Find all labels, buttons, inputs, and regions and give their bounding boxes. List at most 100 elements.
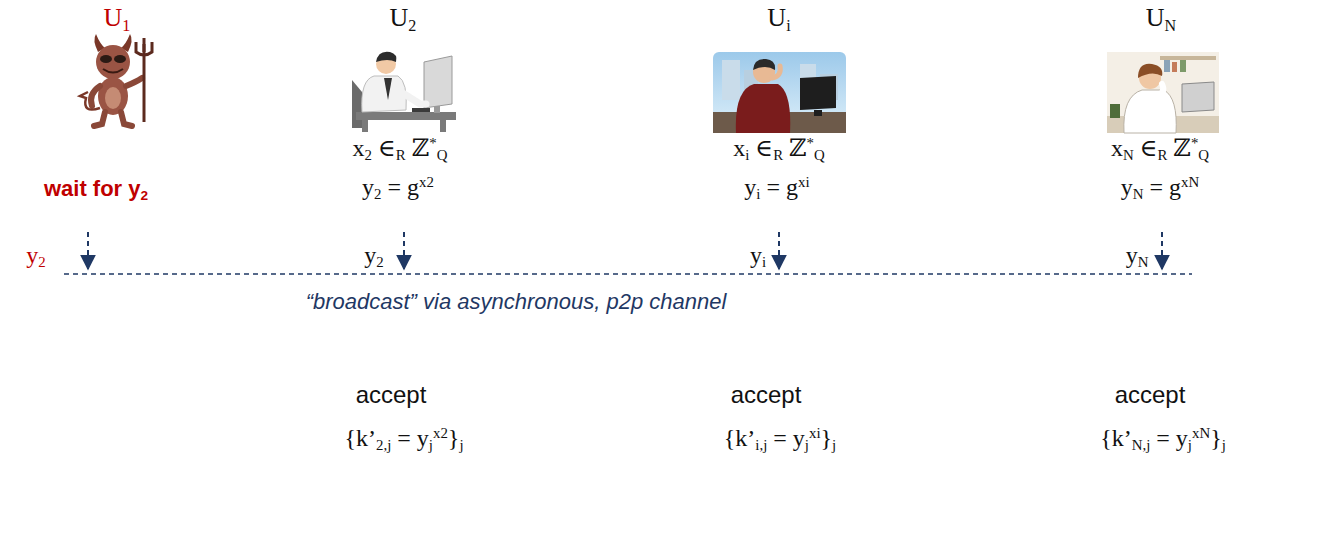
text-run: } xyxy=(821,425,833,451)
text-run: {k’ xyxy=(344,425,376,451)
secret-choice: x2 ∈R ℤ*Q xyxy=(353,133,448,165)
text-run: R xyxy=(773,147,783,163)
devil-icon xyxy=(136,38,152,55)
person-at-desk-icon xyxy=(1172,62,1177,72)
broadcast-line xyxy=(64,273,1192,275)
text-run: y xyxy=(26,242,38,268)
text-run: N xyxy=(1138,254,1149,270)
devil-icon xyxy=(114,55,126,63)
text-run: y xyxy=(364,242,376,268)
person-at-desk-icon xyxy=(376,52,396,62)
text-run: xN xyxy=(1181,174,1199,190)
outcome-label: accept xyxy=(356,380,427,410)
text-run: x xyxy=(1111,135,1123,161)
text-run: 2 xyxy=(376,254,383,270)
person-at-desk-icon xyxy=(362,120,368,132)
secret-choice: xN ∈R ℤ*Q xyxy=(1111,133,1209,165)
text-run: xi xyxy=(809,425,821,441)
text-run: U xyxy=(1146,3,1165,32)
person-at-desk-icon xyxy=(434,106,440,113)
secret-choice: xi ∈R ℤ*Q xyxy=(733,133,825,165)
person-at-desk-icon xyxy=(722,60,740,100)
text-run: = y xyxy=(1150,425,1188,451)
public-value: yi = gxi xyxy=(744,172,809,204)
text-run: Q xyxy=(1198,147,1209,163)
text-run: ℤ xyxy=(1167,135,1191,161)
text-run: ∈ xyxy=(749,135,773,161)
text-run: y xyxy=(362,174,374,200)
person-at-desk-icon xyxy=(736,84,790,133)
message-label: yi xyxy=(750,240,766,272)
text-run: ℤ xyxy=(783,135,807,161)
message-label: y2 xyxy=(364,240,383,272)
text-run: N xyxy=(1123,147,1134,163)
text-run: U xyxy=(390,3,409,32)
text-run: x2 xyxy=(433,425,448,441)
text-run: i xyxy=(756,186,760,202)
public-value: y2 = gx2 xyxy=(362,172,434,204)
text-run: y xyxy=(1121,174,1133,200)
text-run: 1 xyxy=(122,17,130,34)
text-run: “broadcast” via asynchronous, p2p channe… xyxy=(306,289,727,314)
person-at-desk-icon xyxy=(1107,52,1219,133)
text-run: j xyxy=(429,437,433,453)
person-at-desk-icon xyxy=(384,78,392,100)
person-at-desk-icon xyxy=(1124,90,1176,133)
text-run: i xyxy=(762,254,766,270)
text-run: N xyxy=(1165,17,1177,34)
text-run: } xyxy=(448,425,460,451)
text-run: * xyxy=(1191,135,1198,151)
text-run: } xyxy=(1210,425,1222,451)
text-run: x xyxy=(353,135,365,161)
text-run: U xyxy=(104,3,123,32)
text-run: y xyxy=(1126,242,1138,268)
text-run: R xyxy=(396,147,406,163)
text-run: N xyxy=(1133,186,1144,202)
devil-icon xyxy=(105,87,121,109)
text-run: j xyxy=(1222,437,1226,453)
person-at-desk-icon xyxy=(356,112,456,120)
devil-icon xyxy=(96,45,130,79)
person-at-desk-icon xyxy=(753,59,775,70)
person-at-desk-icon xyxy=(800,76,836,110)
person-at-desk-icon xyxy=(1158,84,1163,96)
text-run: xi xyxy=(798,174,810,190)
text-run: = y xyxy=(767,425,805,451)
party-name: Ui xyxy=(767,2,790,36)
person-at-desk-icon xyxy=(1182,82,1214,112)
text-run: = g xyxy=(761,174,799,200)
person-at-desk-icon xyxy=(1107,52,1219,133)
person-at-desk-icon xyxy=(424,56,452,108)
text-run: j xyxy=(832,437,836,453)
text-run: ∈ xyxy=(1134,135,1158,161)
text-run: 2,j xyxy=(376,437,391,453)
text-run: * xyxy=(429,135,436,151)
person-at-desk-icon xyxy=(1160,56,1216,60)
broadcast-arrows xyxy=(64,232,1192,274)
devil-icon xyxy=(80,34,152,126)
text-run: i xyxy=(786,17,790,34)
text-run: accept xyxy=(1115,381,1186,408)
party-name: U2 xyxy=(390,2,417,36)
person-at-desk-icon xyxy=(412,108,430,112)
person-at-desk-icon xyxy=(814,110,822,116)
text-run: ℤ xyxy=(406,135,430,161)
text-run: i xyxy=(745,147,749,163)
person-at-desk-icon xyxy=(713,52,846,133)
text-run: j xyxy=(459,437,463,453)
outcome-label: accept xyxy=(1115,380,1186,410)
text-run: 2 xyxy=(38,254,45,270)
text-run: y xyxy=(744,174,756,200)
text-run: Q xyxy=(814,147,825,163)
key-formula: {k’2,j = yjx2}j xyxy=(344,423,463,455)
key-formula: {k’i,j = yjxi}j xyxy=(724,423,836,455)
key-formula: {k’N,j = yjxN}j xyxy=(1100,423,1226,455)
dashed-arrow xyxy=(87,232,89,269)
text-run: xN xyxy=(1192,425,1210,441)
text-run: 2 xyxy=(408,17,416,34)
text-run: = y xyxy=(391,425,429,451)
dashed-arrow xyxy=(778,232,780,269)
text-run: N,j xyxy=(1132,437,1151,453)
attacker-note: wait for y2 xyxy=(44,175,148,204)
